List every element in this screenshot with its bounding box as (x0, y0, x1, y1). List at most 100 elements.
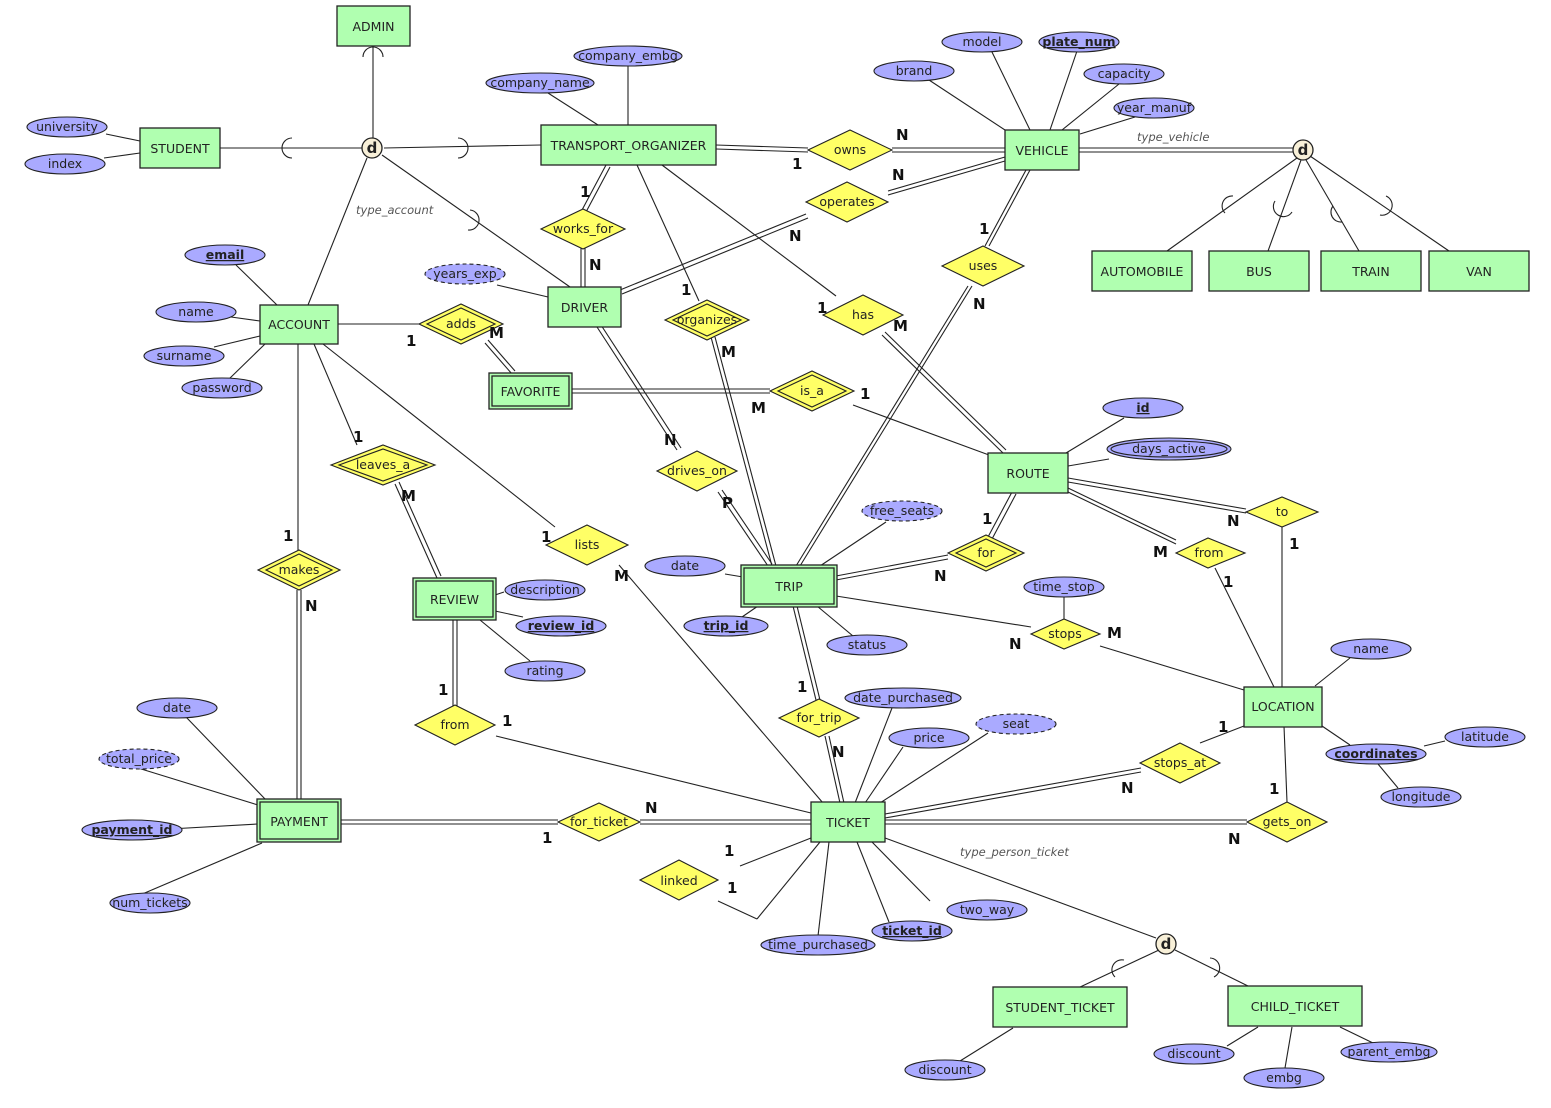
attribute-rating[interactable]: rating (504, 660, 586, 682)
relationship-for[interactable]: for (946, 534, 1026, 572)
relationship-leaves-a[interactable]: leaves_a (329, 444, 437, 486)
card-vehicle-owns: N (896, 126, 909, 144)
entity-route[interactable]: ROUTE (987, 452, 1069, 494)
svg-text:works_for: works_for (553, 221, 614, 236)
relationship-has[interactable]: has (821, 294, 905, 336)
relationship-operates[interactable]: operates (804, 181, 890, 223)
entity-ticket[interactable]: TICKET (810, 801, 886, 843)
entity-trip[interactable]: TRIP (740, 564, 838, 608)
attribute-parent-embg[interactable]: parent_embg (1340, 1041, 1438, 1063)
entity-admin[interactable]: ADMIN (336, 5, 411, 47)
attribute-trip-date[interactable]: date (644, 555, 726, 577)
svg-text:gets_on: gets_on (1263, 814, 1312, 829)
relationship-stops-at[interactable]: stops_at (1138, 742, 1222, 784)
attribute-model[interactable]: model (941, 31, 1023, 53)
relationship-makes[interactable]: makes (256, 549, 342, 591)
attribute-password[interactable]: password (181, 377, 263, 399)
card-trip-organizes: M (721, 343, 736, 361)
relationship-linked[interactable]: linked (638, 859, 720, 901)
entity-child-ticket[interactable]: CHILD_TICKET (1227, 985, 1363, 1027)
entity-bus[interactable]: BUS (1208, 250, 1310, 292)
svg-text:index: index (48, 156, 82, 171)
svg-text:capacity: capacity (1098, 66, 1151, 81)
entity-student-ticket[interactable]: STUDENT_TICKET (992, 986, 1128, 1028)
attribute-location-name[interactable]: name (1330, 638, 1412, 660)
attribute-longitude[interactable]: longitude (1380, 786, 1462, 808)
relationship-works-for[interactable]: works_for (539, 208, 627, 250)
attribute-latitude[interactable]: latitude (1444, 726, 1526, 748)
relationship-for-ticket[interactable]: for_ticket (556, 802, 642, 842)
attribute-embg[interactable]: embg (1243, 1067, 1325, 1089)
attribute-year-manuf[interactable]: year_manuf (1113, 97, 1195, 119)
svg-text:coordinates: coordinates (1334, 746, 1417, 761)
attribute-company-embg[interactable]: company_embg (573, 45, 683, 67)
attribute-days-active[interactable]: days_active (1106, 437, 1232, 461)
entity-van[interactable]: VAN (1428, 250, 1530, 292)
svg-text:LOCATION: LOCATION (1251, 699, 1314, 714)
entity-driver[interactable]: DRIVER (547, 286, 622, 328)
attribute-trip-id[interactable]: trip_id (683, 615, 769, 637)
entity-location[interactable]: LOCATION (1243, 686, 1323, 728)
entity-vehicle[interactable]: VEHICLE (1004, 129, 1080, 171)
attribute-time-purchased[interactable]: time_purchased (760, 934, 876, 956)
attribute-university[interactable]: university (26, 116, 108, 138)
relationship-for-trip[interactable]: for_trip (777, 698, 861, 738)
attribute-payment-id[interactable]: payment_id (81, 819, 183, 841)
attribute-company-name[interactable]: company_name (485, 72, 595, 94)
svg-text:VAN: VAN (1466, 264, 1492, 279)
relationship-adds[interactable]: adds (417, 303, 505, 345)
relationship-lists[interactable]: lists (544, 524, 630, 566)
entity-student[interactable]: STUDENT (139, 127, 221, 169)
attribute-years-exp[interactable]: years_exp (424, 263, 506, 285)
attribute-child-ticket-discount[interactable]: discount (1153, 1043, 1235, 1065)
entity-payment[interactable]: PAYMENT (256, 798, 342, 843)
attribute-status[interactable]: status (826, 634, 908, 656)
attribute-capacity[interactable]: capacity (1083, 63, 1165, 85)
attribute-ticket-id[interactable]: ticket_id (871, 920, 953, 942)
relationship-uses[interactable]: uses (940, 245, 1026, 287)
entity-favorite[interactable]: FAVORITE (488, 372, 573, 410)
attribute-seat[interactable]: seat (975, 713, 1057, 735)
svg-text:makes: makes (279, 562, 320, 577)
attribute-description[interactable]: description (504, 579, 586, 601)
attribute-price[interactable]: price (888, 727, 970, 749)
attribute-date-purchased[interactable]: date_purchased (844, 687, 962, 709)
relationship-from-review[interactable]: from (413, 704, 497, 746)
relationship-owns[interactable]: owns (806, 129, 894, 171)
attribute-student-ticket-discount[interactable]: discount (904, 1059, 986, 1081)
attribute-route-id[interactable]: id (1102, 397, 1184, 419)
entity-transport-organizer[interactable]: TRANSPORT_ORGANIZER (540, 124, 717, 166)
relationship-to[interactable]: to (1244, 496, 1320, 528)
attribute-brand[interactable]: brand (873, 60, 955, 82)
entity-train[interactable]: TRAIN (1320, 250, 1422, 292)
attribute-coordinates[interactable]: coordinates (1325, 743, 1427, 765)
relationship-from-route[interactable]: from (1174, 537, 1247, 569)
relationship-gets-on[interactable]: gets_on (1245, 801, 1329, 843)
relationship-is-a[interactable]: is_a (768, 370, 856, 412)
svg-text:two_way: two_way (960, 902, 1015, 917)
card-location-from: 1 (1223, 573, 1233, 591)
card-driver-operates: N (789, 227, 802, 245)
attribute-index[interactable]: index (24, 153, 106, 175)
entity-review[interactable]: REVIEW (412, 577, 497, 621)
attribute-surname[interactable]: surname (143, 345, 225, 367)
attribute-review-id[interactable]: review_id (515, 615, 607, 637)
svg-text:PAYMENT: PAYMENT (270, 814, 328, 829)
attribute-email[interactable]: email (184, 244, 266, 266)
card-account-adds: 1 (406, 332, 416, 350)
relationship-stops[interactable]: stops (1029, 618, 1102, 650)
attribute-payment-date[interactable]: date (136, 697, 218, 719)
attribute-account-name[interactable]: name (155, 301, 237, 323)
svg-text:password: password (192, 380, 251, 395)
attribute-num-tickets[interactable]: num_tickets (109, 892, 191, 914)
entity-automobile[interactable]: AUTOMOBILE (1091, 250, 1193, 292)
attribute-total-price[interactable]: total_price (98, 748, 180, 770)
attribute-two-way[interactable]: two_way (946, 899, 1028, 921)
attribute-plate-num[interactable]: plate_num (1038, 31, 1120, 53)
attribute-time-stop[interactable]: time_stop (1023, 576, 1105, 598)
relationship-drives-on[interactable]: drives_on (655, 450, 739, 492)
relationship-organizes[interactable]: organizes (663, 299, 751, 341)
entity-account[interactable]: ACCOUNT (259, 304, 339, 345)
attribute-free-seats[interactable]: free_seats (861, 500, 943, 522)
